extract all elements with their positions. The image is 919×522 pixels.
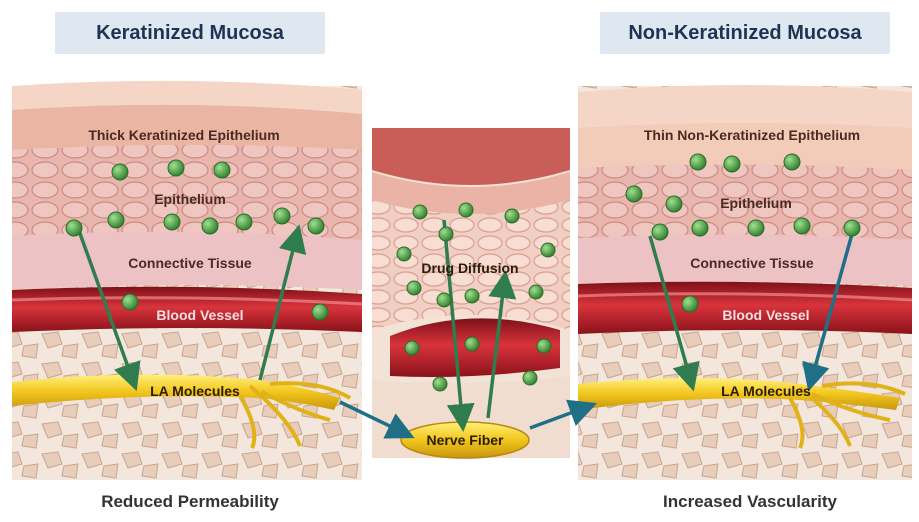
left-connective-label: Connective Tissue — [128, 255, 252, 271]
left-molecules-label: LA Molecules — [150, 383, 240, 399]
right-connective-label: Connective Tissue — [690, 255, 814, 271]
left-caption: Reduced Permeability — [60, 492, 320, 512]
left-vessel-label: Blood Vessel — [156, 307, 243, 323]
center-diffusion-label: Drug Diffusion — [421, 260, 518, 276]
right-caption: Increased Vascularity — [610, 492, 890, 512]
right-molecules-label: LA Molecules — [721, 383, 811, 399]
left-epithelium-label: Epithelium — [154, 191, 226, 207]
right-vessel-label: Blood Vessel — [722, 307, 809, 323]
center-nerve-label: Nerve Fiber — [426, 432, 504, 448]
left-layer-top-label: Thick Keratinized Epithelium — [88, 127, 279, 143]
right-tissue-panel — [578, 85, 912, 480]
right-epithelium-label: Epithelium — [720, 195, 792, 211]
right-layer-top-label: Thin Non-Keratinized Epithelium — [644, 127, 860, 143]
